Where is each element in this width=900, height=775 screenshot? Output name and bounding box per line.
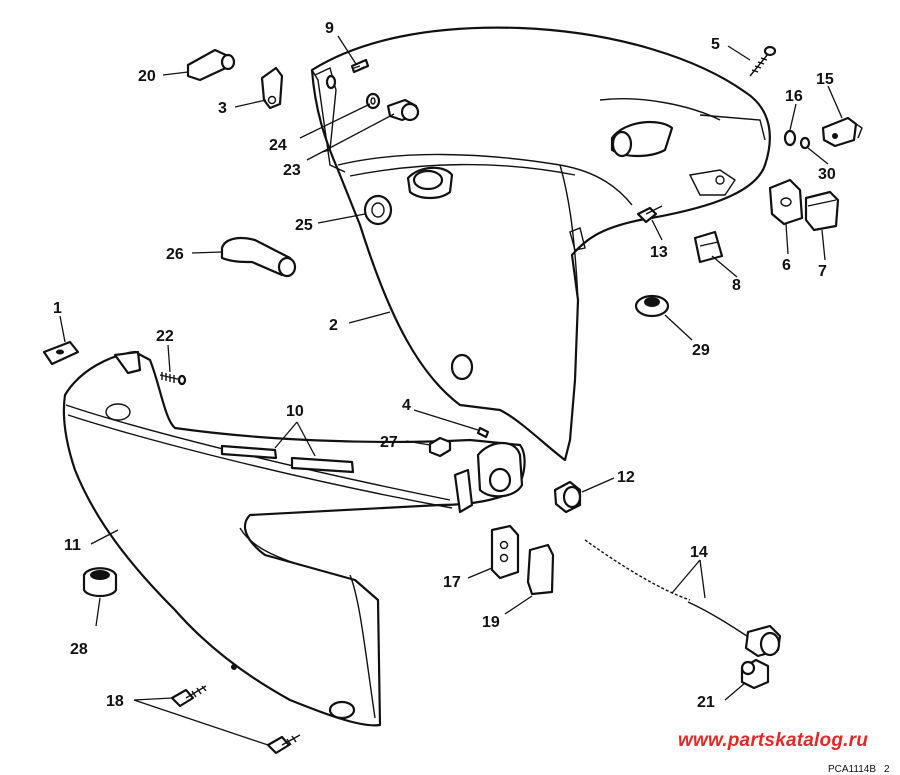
part-24-washer xyxy=(365,92,381,110)
callout-11: 11 xyxy=(64,537,81,554)
callout-30: 30 xyxy=(818,166,836,183)
footer-reference-suffix: 2 xyxy=(884,764,890,775)
callout-12: 12 xyxy=(617,469,635,486)
part-9-screw xyxy=(350,58,370,74)
part-3-hook xyxy=(260,66,284,110)
callout-2: 2 xyxy=(329,317,338,334)
leader-lines xyxy=(59,35,843,746)
part-29-grommet xyxy=(634,294,670,318)
callout-28: 28 xyxy=(70,641,88,658)
part-26-tube xyxy=(220,237,297,278)
callout-labels: 1 2 3 4 5 6 7 8 9 10 11 12 13 14 15 16 1… xyxy=(53,20,836,711)
callout-18: 18 xyxy=(106,693,124,710)
part-12-fastener xyxy=(553,480,582,514)
part-14-cable xyxy=(584,539,782,658)
callout-8: 8 xyxy=(732,277,741,294)
part-19-cap xyxy=(526,543,555,596)
part-16-washer xyxy=(783,129,797,147)
part-28-grommet xyxy=(82,567,118,598)
callout-17: 17 xyxy=(443,574,461,591)
part-5-screw xyxy=(749,45,777,77)
callout-19: 19 xyxy=(482,614,500,631)
part-1-clip xyxy=(42,340,80,366)
callout-20: 20 xyxy=(138,68,156,85)
callout-16: 16 xyxy=(785,88,803,105)
callout-14: 14 xyxy=(690,544,708,561)
callout-6: 6 xyxy=(782,257,791,274)
part-20-latch xyxy=(186,48,236,82)
callout-7: 7 xyxy=(818,263,827,280)
part-6-clip xyxy=(768,178,804,226)
callout-4: 4 xyxy=(402,397,411,414)
callout-13: 13 xyxy=(650,244,668,261)
part-7-cap xyxy=(804,190,840,232)
callout-26: 26 xyxy=(166,246,184,263)
part-27-nut xyxy=(428,436,452,458)
part-21-knob xyxy=(740,658,770,690)
upper-cowl-part-2 xyxy=(310,26,771,462)
part-18-screws xyxy=(170,685,301,755)
callout-10: 10 xyxy=(286,403,304,420)
part-30-washer xyxy=(799,136,811,150)
callout-5: 5 xyxy=(711,36,720,53)
callout-15: 15 xyxy=(816,71,834,88)
part-10-pads xyxy=(220,444,355,474)
part-15-bracket xyxy=(821,116,863,148)
callout-1: 1 xyxy=(53,300,62,317)
callout-23: 23 xyxy=(283,162,301,179)
callout-24: 24 xyxy=(269,137,287,154)
callout-29: 29 xyxy=(692,342,710,359)
callout-3: 3 xyxy=(218,100,227,117)
callout-22: 22 xyxy=(156,328,174,345)
part-25-grommet xyxy=(363,194,393,226)
callout-9: 9 xyxy=(325,20,334,37)
part-17-bracket xyxy=(490,524,520,580)
part-22-screw xyxy=(159,372,187,386)
callout-21: 21 xyxy=(697,694,715,711)
part-13-screw xyxy=(636,205,663,224)
callout-25: 25 xyxy=(295,217,313,234)
part-8-pad xyxy=(693,230,724,264)
footer-reference-code: PCA1114B xyxy=(828,764,876,775)
callout-27: 27 xyxy=(380,434,398,451)
lower-cowl-part-11 xyxy=(62,350,526,727)
part-23-bolt xyxy=(386,98,420,122)
watermark-text: www.partskatalog.ru xyxy=(678,730,868,751)
part-4-pin xyxy=(476,426,490,439)
